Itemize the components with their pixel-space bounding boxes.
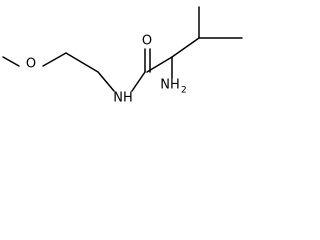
bond-c1-o1 — [2, 56, 20, 67]
bond-c2-c3 — [65, 52, 99, 73]
methoxy-oxygen-label: O — [26, 57, 36, 72]
molecule-structure: O NH O NH 2 — [0, 0, 246, 118]
bond-n-ccarbonyl — [131, 71, 146, 92]
bond-o1-c2 — [42, 52, 67, 67]
amine-nh-label: NH — [160, 78, 180, 93]
amide-nh-label: NH — [113, 91, 133, 106]
bond-calpha-ch — [171, 37, 200, 58]
bond-c3-n — [97, 71, 115, 92]
amine-subscript-label: 2 — [181, 86, 187, 96]
bond-ccarbonyl-calpha — [146, 56, 173, 73]
carbonyl-oxygen-label: O — [142, 34, 152, 49]
molecule-svg: O NH O NH 2 — [2, 6, 243, 106]
